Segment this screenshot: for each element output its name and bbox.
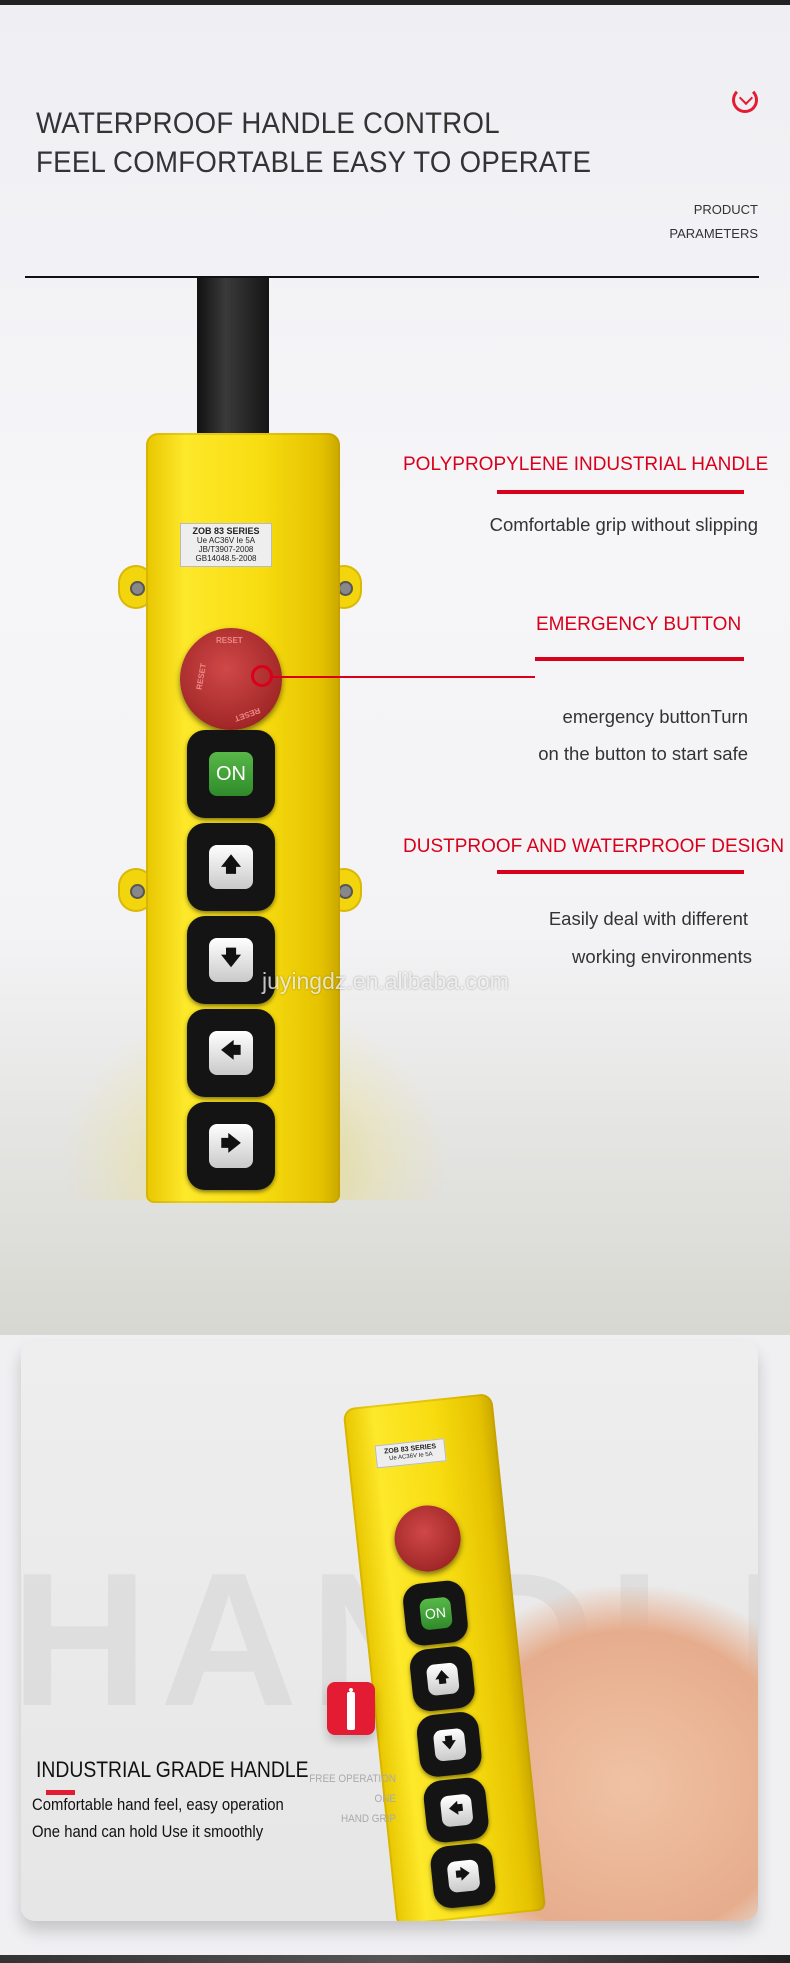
feature-desc: Easily deal with different	[548, 908, 748, 929]
v-circle-logo-icon	[732, 87, 758, 113]
card-desc: One hand can hold Use it smoothly	[32, 1823, 264, 1841]
pendant-button-right[interactable]: 🡆	[428, 1841, 498, 1910]
callout-line	[270, 676, 535, 678]
arrow-left-icon: 🡄	[439, 1792, 474, 1828]
feature-heading: DUSTPROOF AND WATERPROOF DESIGN	[403, 836, 785, 857]
arrow-left-icon: 🡄	[209, 1031, 253, 1075]
emergency-stop-button[interactable]	[391, 1502, 464, 1575]
feature-desc: working environments	[572, 946, 752, 967]
feature-heading: EMERGENCY BUTTON	[536, 614, 742, 635]
arrow-right-icon: 🡆	[445, 1858, 481, 1893]
arrow-down-icon: 🡇	[209, 938, 253, 982]
cable	[197, 278, 269, 438]
feature-desc: Comfortable grip without slipping	[489, 514, 758, 535]
arrow-up-icon: 🡅	[425, 1661, 460, 1696]
pendant-in-hand: ZOB 83 SERIES Ue AC36V Ie 5A ON 🡅 🡇 🡄 🡆	[339, 1363, 547, 1921]
spec-label: ZOB 83 SERIES Ue AC36V Ie 5A JB/T3907-20…	[180, 523, 272, 567]
card-note: FREE OPERATION ONE HAND GRIP	[309, 1773, 396, 1825]
pendant-button-up[interactable]: 🡅	[408, 1644, 477, 1713]
pendant-button-left[interactable]: 🡄	[187, 1009, 275, 1097]
accent-bar	[46, 1790, 75, 1795]
callout-marker	[251, 665, 273, 687]
arrow-up-icon: 🡅	[209, 845, 253, 889]
bottom-bar	[0, 1955, 790, 1963]
spec-label: ZOB 83 SERIES Ue AC36V Ie 5A	[374, 1438, 447, 1469]
arrow-down-icon: 🡇	[432, 1727, 467, 1762]
pendant-button-right[interactable]: 🡆	[187, 1102, 275, 1190]
product-parameters-label: PRODUCT PARAMETERS	[669, 202, 758, 241]
pendant-control: ZOB 83 SERIES Ue AC36V Ie 5A JB/T3907-20…	[146, 433, 340, 1203]
arrow-right-icon: 🡆	[209, 1124, 253, 1168]
divider	[25, 276, 759, 278]
top-bar	[0, 0, 790, 5]
pendant-button-on[interactable]: ON	[187, 730, 275, 818]
feature-desc: on the button to start safe	[538, 743, 748, 764]
feature-underline	[497, 870, 744, 874]
feature-desc: emergency buttonTurn	[562, 706, 748, 727]
pendant-button-on[interactable]: ON	[401, 1579, 470, 1648]
pendant-button-left[interactable]: 🡄	[422, 1775, 491, 1845]
feature-heading: POLYPROPYLENE INDUSTRIAL HANDLE	[403, 454, 769, 475]
on-label: ON	[418, 1596, 453, 1631]
watermark: juyingdz.en.alibaba.com	[262, 968, 509, 994]
pendant-button-down[interactable]: 🡇	[187, 916, 275, 1004]
on-label: ON	[209, 752, 253, 796]
pendant-remote-icon	[327, 1682, 375, 1735]
feature-underline	[497, 490, 744, 494]
pendant-button-down[interactable]: 🡇	[415, 1710, 484, 1779]
button-column: ON 🡅 🡇 🡄 🡆	[343, 1393, 498, 1910]
card-heading: INDUSTRIAL GRADE HANDLE	[36, 1757, 309, 1782]
page-title: WATERPROOF HANDLE CONTROL FEEL COMFORTAB…	[36, 107, 592, 179]
card-desc: Comfortable hand feel, easy operation	[32, 1796, 284, 1814]
feature-underline	[535, 657, 744, 661]
pendant-button-up[interactable]: 🡅	[187, 823, 275, 911]
feature-card: HANDLE ZOB 83 SERIES Ue AC36V Ie 5A ON🡅🡇…	[21, 1341, 758, 1921]
